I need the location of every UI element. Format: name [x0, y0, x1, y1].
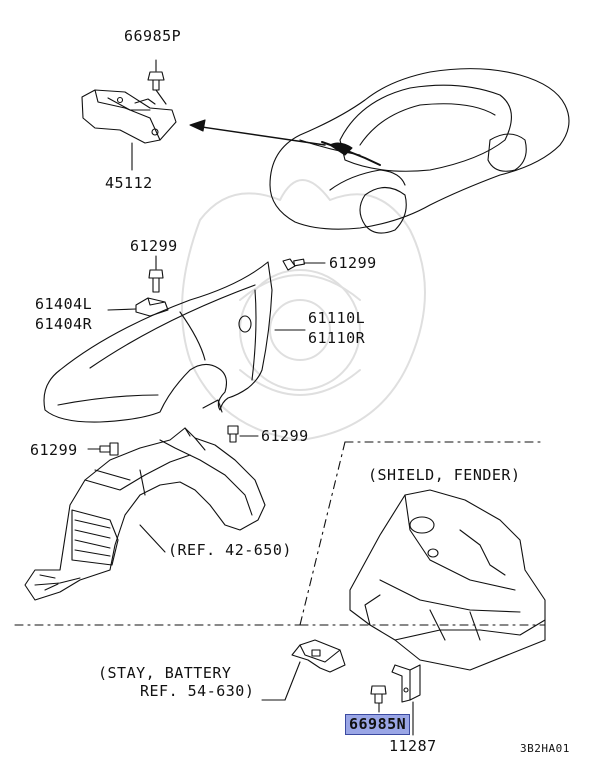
- bolt-61299-top: [148, 255, 164, 293]
- label-61299-top[interactable]: 61299: [130, 237, 178, 255]
- label-66985P[interactable]: 66985P: [124, 27, 182, 45]
- bracket-11287: [391, 664, 421, 736]
- apron-assembly: [349, 489, 546, 671]
- note-stay-battery-line1: (STAY, BATTERY: [98, 664, 232, 682]
- bolt-61299-lower-right: [227, 425, 259, 443]
- note-stay-battery-line2[interactable]: REF. 54-630): [140, 682, 255, 700]
- label-61299-lower-right[interactable]: 61299: [261, 427, 309, 445]
- battery-stay: [261, 639, 346, 701]
- label-66985N-highlighted[interactable]: 66985N: [345, 714, 411, 735]
- clip-61404: [107, 297, 169, 317]
- shield-fender: [24, 427, 266, 601]
- panel-frame-lines: [14, 441, 546, 626]
- label-61110L[interactable]: 61110L: [308, 309, 366, 327]
- note-ref-42-650[interactable]: (REF. 42-650): [168, 541, 292, 559]
- arrow-car-to-bracket: [189, 119, 326, 146]
- label-61299-right[interactable]: 61299: [329, 254, 377, 272]
- label-11287[interactable]: 11287: [389, 737, 437, 755]
- bolt-66985N: [370, 685, 387, 713]
- bolt-61299-right: [282, 258, 326, 271]
- label-45112[interactable]: 45112: [105, 174, 153, 192]
- leader-ref-42-650: [139, 524, 166, 553]
- car-outline: [269, 68, 570, 234]
- bracket-45112: [81, 89, 177, 144]
- label-61404L[interactable]: 61404L: [35, 295, 93, 313]
- label-61110R[interactable]: 61110R: [308, 329, 366, 347]
- label-61299-lower-left[interactable]: 61299: [30, 441, 78, 459]
- note-shield-fender: (SHIELD, FENDER): [368, 466, 521, 484]
- bolt-61299-lower-left: [87, 442, 119, 456]
- fender-61110: [43, 261, 273, 423]
- bolt-66985P: [147, 59, 167, 105]
- watermark-emblem: [181, 179, 426, 441]
- label-61404R[interactable]: 61404R: [35, 315, 93, 333]
- diagram-code: 3B2HA01: [520, 742, 570, 755]
